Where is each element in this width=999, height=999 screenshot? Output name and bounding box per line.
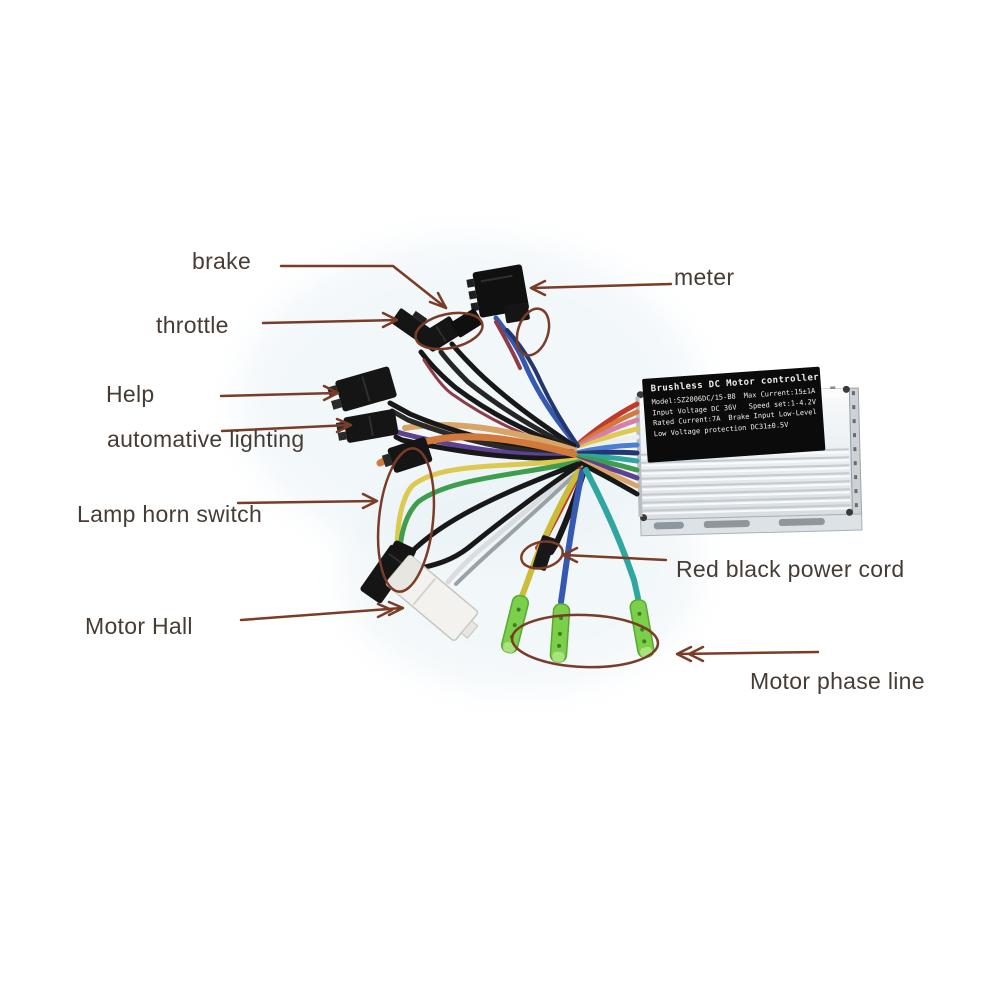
label-brake: brake bbox=[192, 248, 252, 274]
hall-wire-white bbox=[445, 463, 583, 585]
throttle-wire bbox=[418, 349, 577, 453]
label-lamp-horn-switch: Lamp horn switch bbox=[77, 501, 263, 527]
lasso-loop bbox=[515, 307, 551, 357]
flange-slot bbox=[703, 519, 750, 529]
label-motor-phase-line: Motor phase line bbox=[750, 668, 925, 694]
flange-slot bbox=[778, 518, 825, 527]
connectors bbox=[327, 264, 655, 663]
label-help: Help bbox=[106, 381, 155, 407]
phase-wire-blue bbox=[558, 469, 585, 605]
arrow-icon bbox=[361, 492, 379, 510]
help-leader bbox=[219, 384, 340, 402]
flange-slot bbox=[653, 521, 684, 530]
automative-lighting-leader bbox=[220, 417, 353, 434]
heat-sink-fins bbox=[640, 448, 851, 515]
arrow-icon bbox=[322, 384, 340, 402]
arrow-icon bbox=[687, 645, 705, 663]
phase-wire-teal bbox=[583, 467, 641, 601]
corner-screw-icon bbox=[842, 385, 850, 393]
phase-bullet-connector bbox=[549, 603, 571, 663]
highlight-ellipse bbox=[510, 613, 660, 669]
brake-wire bbox=[449, 341, 577, 449]
label-throttle: throttle bbox=[156, 312, 229, 338]
power-cord-ferrule bbox=[532, 535, 556, 571]
corner-screw-icon bbox=[846, 508, 854, 516]
right-edge-ridges bbox=[851, 391, 859, 514]
brake-wire bbox=[438, 349, 577, 452]
arrow-icon bbox=[387, 600, 405, 617]
motor-hall-leader bbox=[239, 600, 405, 622]
motor-hall-connector-black bbox=[360, 544, 412, 604]
arrow-icon bbox=[675, 645, 693, 663]
highlight-ellipse bbox=[520, 540, 564, 570]
lamp-wire-yellow bbox=[394, 457, 579, 548]
arrow-icon bbox=[376, 602, 394, 619]
lighting-wire-purple bbox=[391, 428, 575, 459]
motor-hall-connector-white bbox=[385, 554, 479, 642]
meter-leader bbox=[515, 279, 673, 357]
arrow-icon bbox=[428, 291, 448, 310]
arrow-icon bbox=[381, 311, 399, 329]
phase-wire-yellow bbox=[519, 469, 581, 599]
lamp-horn-switch-leader bbox=[236, 447, 436, 593]
highlight-ellipse bbox=[414, 311, 484, 351]
arrow-icon bbox=[529, 279, 547, 297]
power-cord-leader bbox=[520, 540, 668, 570]
brake-leader bbox=[279, 264, 484, 351]
annotation-leaders bbox=[219, 264, 820, 669]
arrow-icon bbox=[335, 417, 353, 434]
controller-spec-label: Brushless DC Motor controller Model:SZ20… bbox=[642, 366, 826, 463]
label-automative-lighting: automative lighting bbox=[107, 426, 305, 452]
throttle-leader bbox=[261, 311, 399, 329]
lamp-horn-connector-top bbox=[381, 437, 433, 473]
motor-phase-leader bbox=[510, 613, 820, 669]
meter-wire-maroon bbox=[494, 320, 522, 370]
highlight-ellipse bbox=[376, 447, 436, 593]
wire-stub-ribbon bbox=[573, 401, 640, 497]
hall-wire-gray bbox=[454, 466, 584, 586]
label-meter: meter bbox=[674, 264, 735, 290]
label-red-black-power-cord: Red black power cord bbox=[676, 556, 905, 582]
label-motor-hall: Motor Hall bbox=[85, 613, 193, 639]
hall-wire-black bbox=[395, 461, 583, 575]
